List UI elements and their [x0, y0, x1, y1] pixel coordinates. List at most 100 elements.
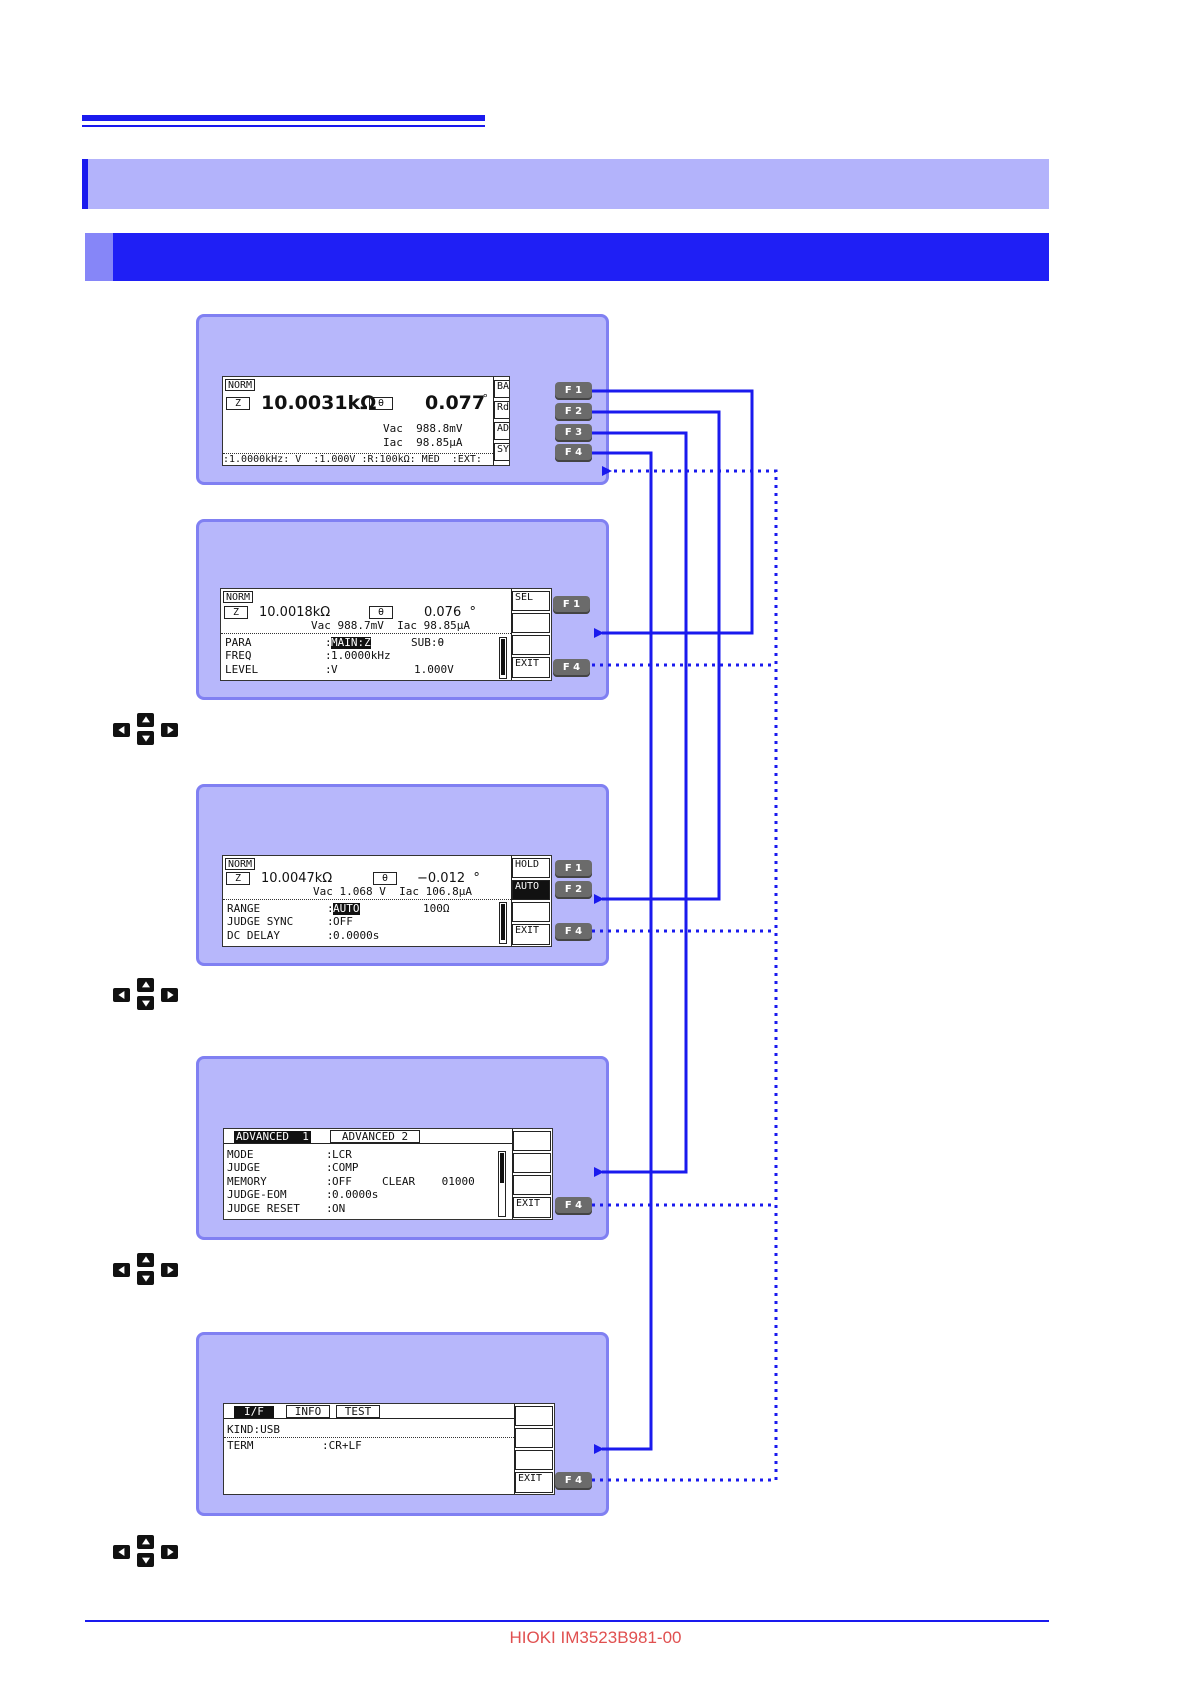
row-freq-label: FREQ	[225, 649, 252, 662]
section-band-stripe	[82, 159, 88, 209]
arrow-f4-sys	[592, 451, 653, 1454]
row-judge-sync-sep: :	[327, 915, 334, 928]
f1-key-screen3[interactable]: F 1	[555, 860, 592, 878]
softkey-rdc[interactable]: Rdc	[494, 401, 509, 419]
row-level-label: LEVEL	[225, 663, 259, 676]
cursor-keys-1	[113, 713, 179, 747]
sub-value: 0.076 °	[424, 605, 476, 620]
softkey-blank-1[interactable]	[515, 1406, 553, 1426]
tab-divider	[224, 1143, 514, 1144]
tab-advanced-1[interactable]: ADVANCED 1	[234, 1130, 311, 1143]
lcd-rdc-settings: NORM Z 10.0047kΩ θ −0.012 ° Vac 1.068 V …	[222, 855, 552, 947]
row-dc-delay-sep: :	[327, 929, 334, 942]
tab-advanced-2[interactable]: ADVANCED 2	[330, 1130, 420, 1143]
softkey-exit[interactable]: EXIT	[515, 1472, 553, 1493]
softkey-blank-1[interactable]	[513, 1131, 551, 1151]
right-arrow-icon	[161, 1263, 178, 1277]
softkey-advnc[interactable]: ADVNC	[494, 422, 509, 440]
softkey-blank-2[interactable]	[515, 1428, 553, 1448]
row-level-sep: :	[325, 663, 332, 676]
scrollbar[interactable]	[499, 637, 507, 679]
left-arrow-icon	[113, 1545, 130, 1559]
param1-box: Z	[224, 606, 248, 619]
param2-box: θ	[369, 606, 393, 619]
f4-key-screen5[interactable]: F 4	[555, 1472, 592, 1490]
f4-key-screen4[interactable]: F 4	[555, 1197, 592, 1215]
right-arrow-icon	[161, 723, 178, 737]
row-mode-label: MODE	[227, 1148, 254, 1161]
footer-document-id: HIOKI IM3523B981-00	[509, 1628, 682, 1647]
softkey-hold[interactable]: HOLD	[512, 858, 550, 878]
arrow-f2-rdc	[592, 410, 721, 904]
arrow-f3-advnc	[592, 431, 688, 1177]
softkey-blank-3[interactable]	[512, 635, 550, 655]
row-judge-sync-label: JUDGE SYNC	[227, 915, 294, 928]
lcd-measurement: NORM Z 10.0031kΩ θ 0.077 ° Vac 988.8mV I…	[222, 376, 510, 466]
f4-key-screen3[interactable]: F 4	[555, 923, 592, 941]
row-freq-value[interactable]: 1.0000kHz	[331, 649, 391, 662]
lcd-system-settings: I/F INFO TEST KIND:USB TERM :CR+LF EXIT	[223, 1403, 555, 1495]
lcd-basic-settings: NORM Z 10.0018kΩ θ 0.076 ° Vac 988.7mV I…	[220, 588, 552, 681]
cursor-keys-4	[113, 1535, 179, 1569]
up-arrow-icon	[137, 1253, 154, 1267]
kind-divider	[224, 1437, 514, 1438]
param2-box: θ	[373, 872, 397, 885]
row-judge-value[interactable]: COMP	[332, 1161, 359, 1174]
row-level-value[interactable]: V	[331, 663, 338, 676]
scrollbar[interactable]	[498, 1151, 506, 1217]
f4-key-screen1[interactable]: F 4	[555, 444, 592, 462]
softkey-divider	[514, 1404, 515, 1494]
tab-test[interactable]: TEST	[336, 1405, 380, 1418]
softkey-sys[interactable]: SYS	[494, 443, 509, 461]
f1-key-screen2[interactable]: F 1	[553, 596, 590, 614]
tab-divider	[224, 1418, 514, 1419]
subsection-heading-band	[85, 233, 1049, 281]
row-judge-reset-value[interactable]: ON	[332, 1202, 346, 1215]
panel-measurement-screen: NORM Z 10.0031kΩ θ 0.077 ° Vac 988.8mV I…	[196, 314, 609, 485]
softkey-basic[interactable]: BASIC	[494, 380, 509, 398]
softkey-exit[interactable]: EXIT	[512, 924, 550, 945]
softkey-blank-3[interactable]	[512, 902, 550, 922]
softkey-blank-3[interactable]	[513, 1175, 551, 1195]
right-arrow-icon	[161, 988, 178, 1002]
panel-advanced-settings: ADVANCED 1 ADVANCED 2 MODE : LCR JUDGE :…	[196, 1056, 609, 1240]
right-arrow-icon	[161, 1545, 178, 1559]
row-judge-eom-value[interactable]: 0.0000s	[332, 1188, 379, 1201]
tab-info[interactable]: INFO	[286, 1405, 330, 1418]
softkey-blank-2[interactable]	[513, 1153, 551, 1173]
mode-indicator: NORM	[225, 379, 255, 391]
row-para-value[interactable]: MAIN:Z	[331, 636, 371, 649]
softkey-exit[interactable]: EXIT	[512, 657, 550, 678]
f1-key-screen1[interactable]: F 1	[555, 382, 592, 400]
softkey-divider	[511, 856, 512, 946]
scrollbar[interactable]	[499, 902, 507, 944]
row-memory-extra: CLEAR 01000	[382, 1175, 475, 1188]
status-divider	[223, 453, 493, 454]
down-arrow-icon	[137, 996, 154, 1010]
arrow-f1-basic	[592, 389, 754, 638]
row-dc-delay-value[interactable]: 0.0000s	[333, 929, 380, 942]
f3-key-screen1[interactable]: F 3	[555, 424, 592, 442]
sub-value: −0.012 °	[417, 871, 480, 886]
f2-key-screen3[interactable]: F 2	[555, 881, 592, 899]
row-range-label: RANGE	[227, 902, 261, 915]
row-memory-value[interactable]: OFF	[332, 1175, 352, 1188]
softkey-exit[interactable]: EXIT	[513, 1197, 551, 1218]
f4-key-screen2[interactable]: F 4	[553, 659, 590, 677]
tab-interface[interactable]: I/F	[234, 1406, 274, 1418]
row-range-value[interactable]: AUTO	[333, 902, 360, 915]
settings-divider	[221, 633, 511, 634]
up-arrow-icon	[137, 713, 154, 727]
row-judge-reset-label: JUDGE RESET	[227, 1202, 300, 1215]
row-mode-value[interactable]: LCR	[332, 1148, 352, 1161]
softkey-divider	[511, 589, 512, 680]
softkey-sel[interactable]: SEL	[512, 591, 550, 611]
softkey-auto[interactable]: AUTO	[512, 880, 550, 900]
term-value[interactable]: :CR+LF	[322, 1439, 362, 1452]
softkey-blank-3[interactable]	[515, 1450, 553, 1470]
softkey-blank-2[interactable]	[512, 613, 550, 633]
row-judge-sync-value[interactable]: OFF	[333, 915, 353, 928]
row-judge-reset-sep: :	[326, 1202, 333, 1215]
left-arrow-icon	[113, 988, 130, 1002]
f2-key-screen1[interactable]: F 2	[555, 403, 592, 421]
